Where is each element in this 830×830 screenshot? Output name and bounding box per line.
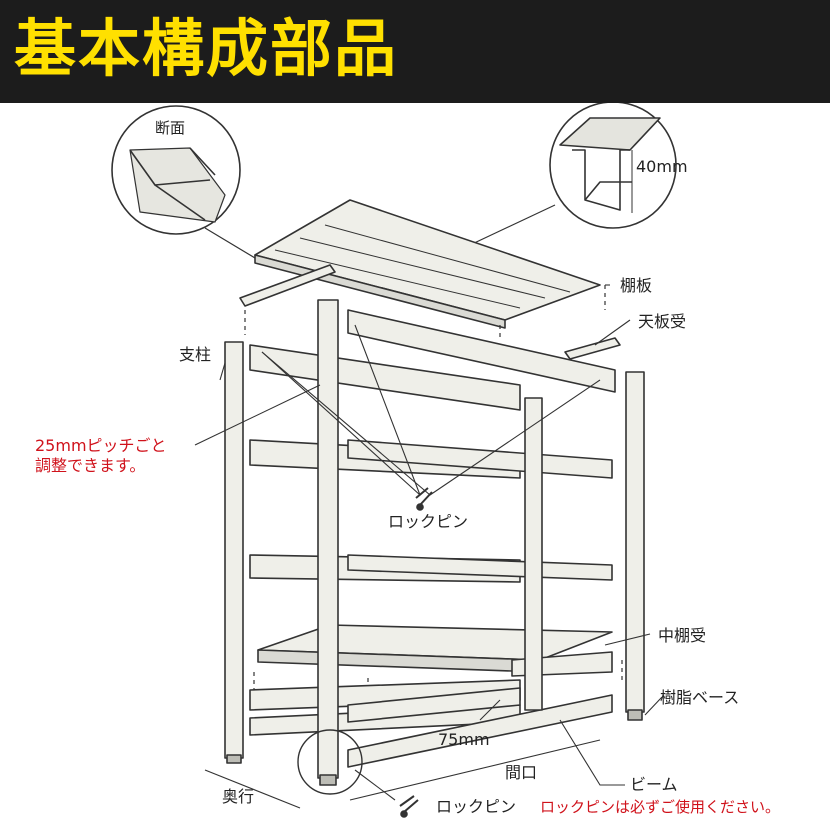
frontage-label: 間口	[505, 763, 538, 782]
pitch-note-line2: 調整できます。	[35, 456, 146, 475]
pitch-note-line1: 25mmピッチごと	[35, 436, 167, 455]
lock-pin-center-label: ロックピン	[388, 512, 469, 531]
pitch-75mm-label: 75mm	[438, 730, 490, 749]
depth-label: 奥行	[222, 787, 255, 806]
middle-bracket-label: 中棚受	[658, 626, 707, 645]
post-right-back	[524, 397, 543, 711]
post-left-front	[317, 299, 339, 779]
header-bar: 基本構成部品	[0, 0, 830, 103]
top-bracket-right	[564, 337, 621, 360]
top-bracket-label: 天板受	[638, 312, 687, 331]
resin-base-label: 樹脂ベース	[660, 688, 740, 707]
post-label: 支柱	[179, 345, 212, 364]
edge-detail-circle	[549, 103, 677, 229]
lock-pin-center	[415, 487, 433, 511]
top-bracket-left	[239, 264, 336, 307]
post-zoom-circle	[297, 729, 363, 795]
post-left-back	[224, 341, 244, 759]
beam-label: ビーム	[630, 775, 678, 794]
lock-pin-bottom	[399, 795, 419, 818]
beam-front-1	[347, 439, 613, 479]
section-label: 断面	[155, 119, 186, 137]
resin-base-left-back	[226, 754, 242, 764]
top-shelf-board	[254, 199, 601, 329]
shelf-board-label: 棚板	[620, 276, 653, 295]
lock-pin-note: ロックピンは必ずご使用ください。	[540, 798, 781, 816]
resin-base-right	[627, 709, 643, 721]
resin-base-left-front	[319, 774, 337, 786]
beam-bottom	[347, 694, 613, 768]
page-title: 基本構成部品	[14, 12, 399, 85]
section-detail-circle	[111, 105, 241, 235]
beam-top-right	[347, 309, 616, 393]
shelf-parts-diagram	[111, 103, 677, 818]
post-right-front	[625, 371, 645, 713]
lock-pin-bottom-label: ロックピン	[436, 797, 517, 816]
beam-front-2	[347, 554, 613, 581]
beam-front-3	[347, 687, 521, 723]
height-40mm-label: 40mm	[636, 157, 688, 176]
